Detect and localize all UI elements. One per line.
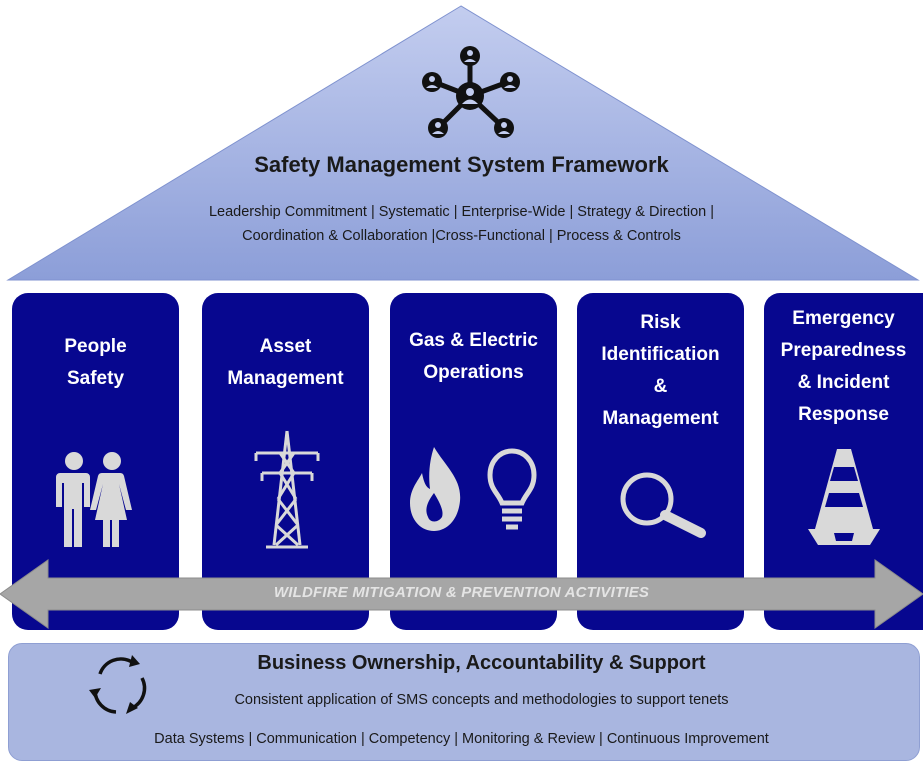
transmission-tower-icon [254,430,320,549]
pillar-asset-management: Asset Management [202,293,369,630]
pillar-title-line: Management [227,368,344,389]
pillar-title-line: Risk [640,312,681,333]
pillar-title-line: & Incident [797,372,890,393]
wildfire-mitigation-label: WILDFIRE MITIGATION & PREVENTION ACTIVIT… [273,584,650,601]
foundation-description: Consistent application of SMS concepts a… [234,692,729,708]
foundation-elements: Data Systems | Communication | Competenc… [154,731,769,747]
pillar-gas-electric-operations: Gas & Electric Operations [390,293,557,630]
pillar-title: Risk Identification & Management [577,307,744,435]
wildfire-mitigation-arrow [0,559,923,629]
framework-principles-line-2: Coordination & Collaboration |Cross-Func… [242,228,681,244]
pillar-title: Emergency Preparedness & Incident Respon… [764,303,923,431]
pillar-title-line: Response [798,404,889,425]
pillar-title-line: Management [602,408,719,429]
pillar-emergency-preparedness: Emergency Preparedness & Incident Respon… [764,293,923,630]
pillar-title-line: Asset [259,336,312,357]
lightbulb-icon [487,448,537,530]
pillar-title-line: Safety [66,368,125,389]
pillar-risk-identification-management: Risk Identification & Management [577,293,744,630]
pillar-title-line: People [64,336,127,357]
flame-and-lightbulb-icon [410,447,537,531]
pillar-title-line: Identification [601,344,720,365]
framework-title: Safety Management System Framework [254,152,669,177]
traffic-cone-icon [808,449,880,545]
network-people-icon [422,46,520,138]
flame-icon [410,447,461,531]
magnifier-icon [620,472,706,538]
pillar-title-line: Gas & Electric [409,330,538,351]
framework-principles-line-1: Leadership Commitment | Systematic | Ent… [208,204,715,220]
pillar-title-line: Operations [423,362,524,383]
people-icon [56,452,132,547]
pillar-title-line: & [653,376,668,397]
pillar-title-line: Emergency [792,308,895,329]
pillar-title-line: Preparedness [780,340,907,361]
pillar-title: Asset Management [202,331,369,395]
roof-triangle [6,5,920,281]
pillar-title: People Safety [12,331,179,395]
pillar-title: Gas & Electric Operations [390,325,557,389]
foundation-title: Business Ownership, Accountability & Sup… [257,652,706,674]
cycle-arrows-icon [89,655,147,714]
